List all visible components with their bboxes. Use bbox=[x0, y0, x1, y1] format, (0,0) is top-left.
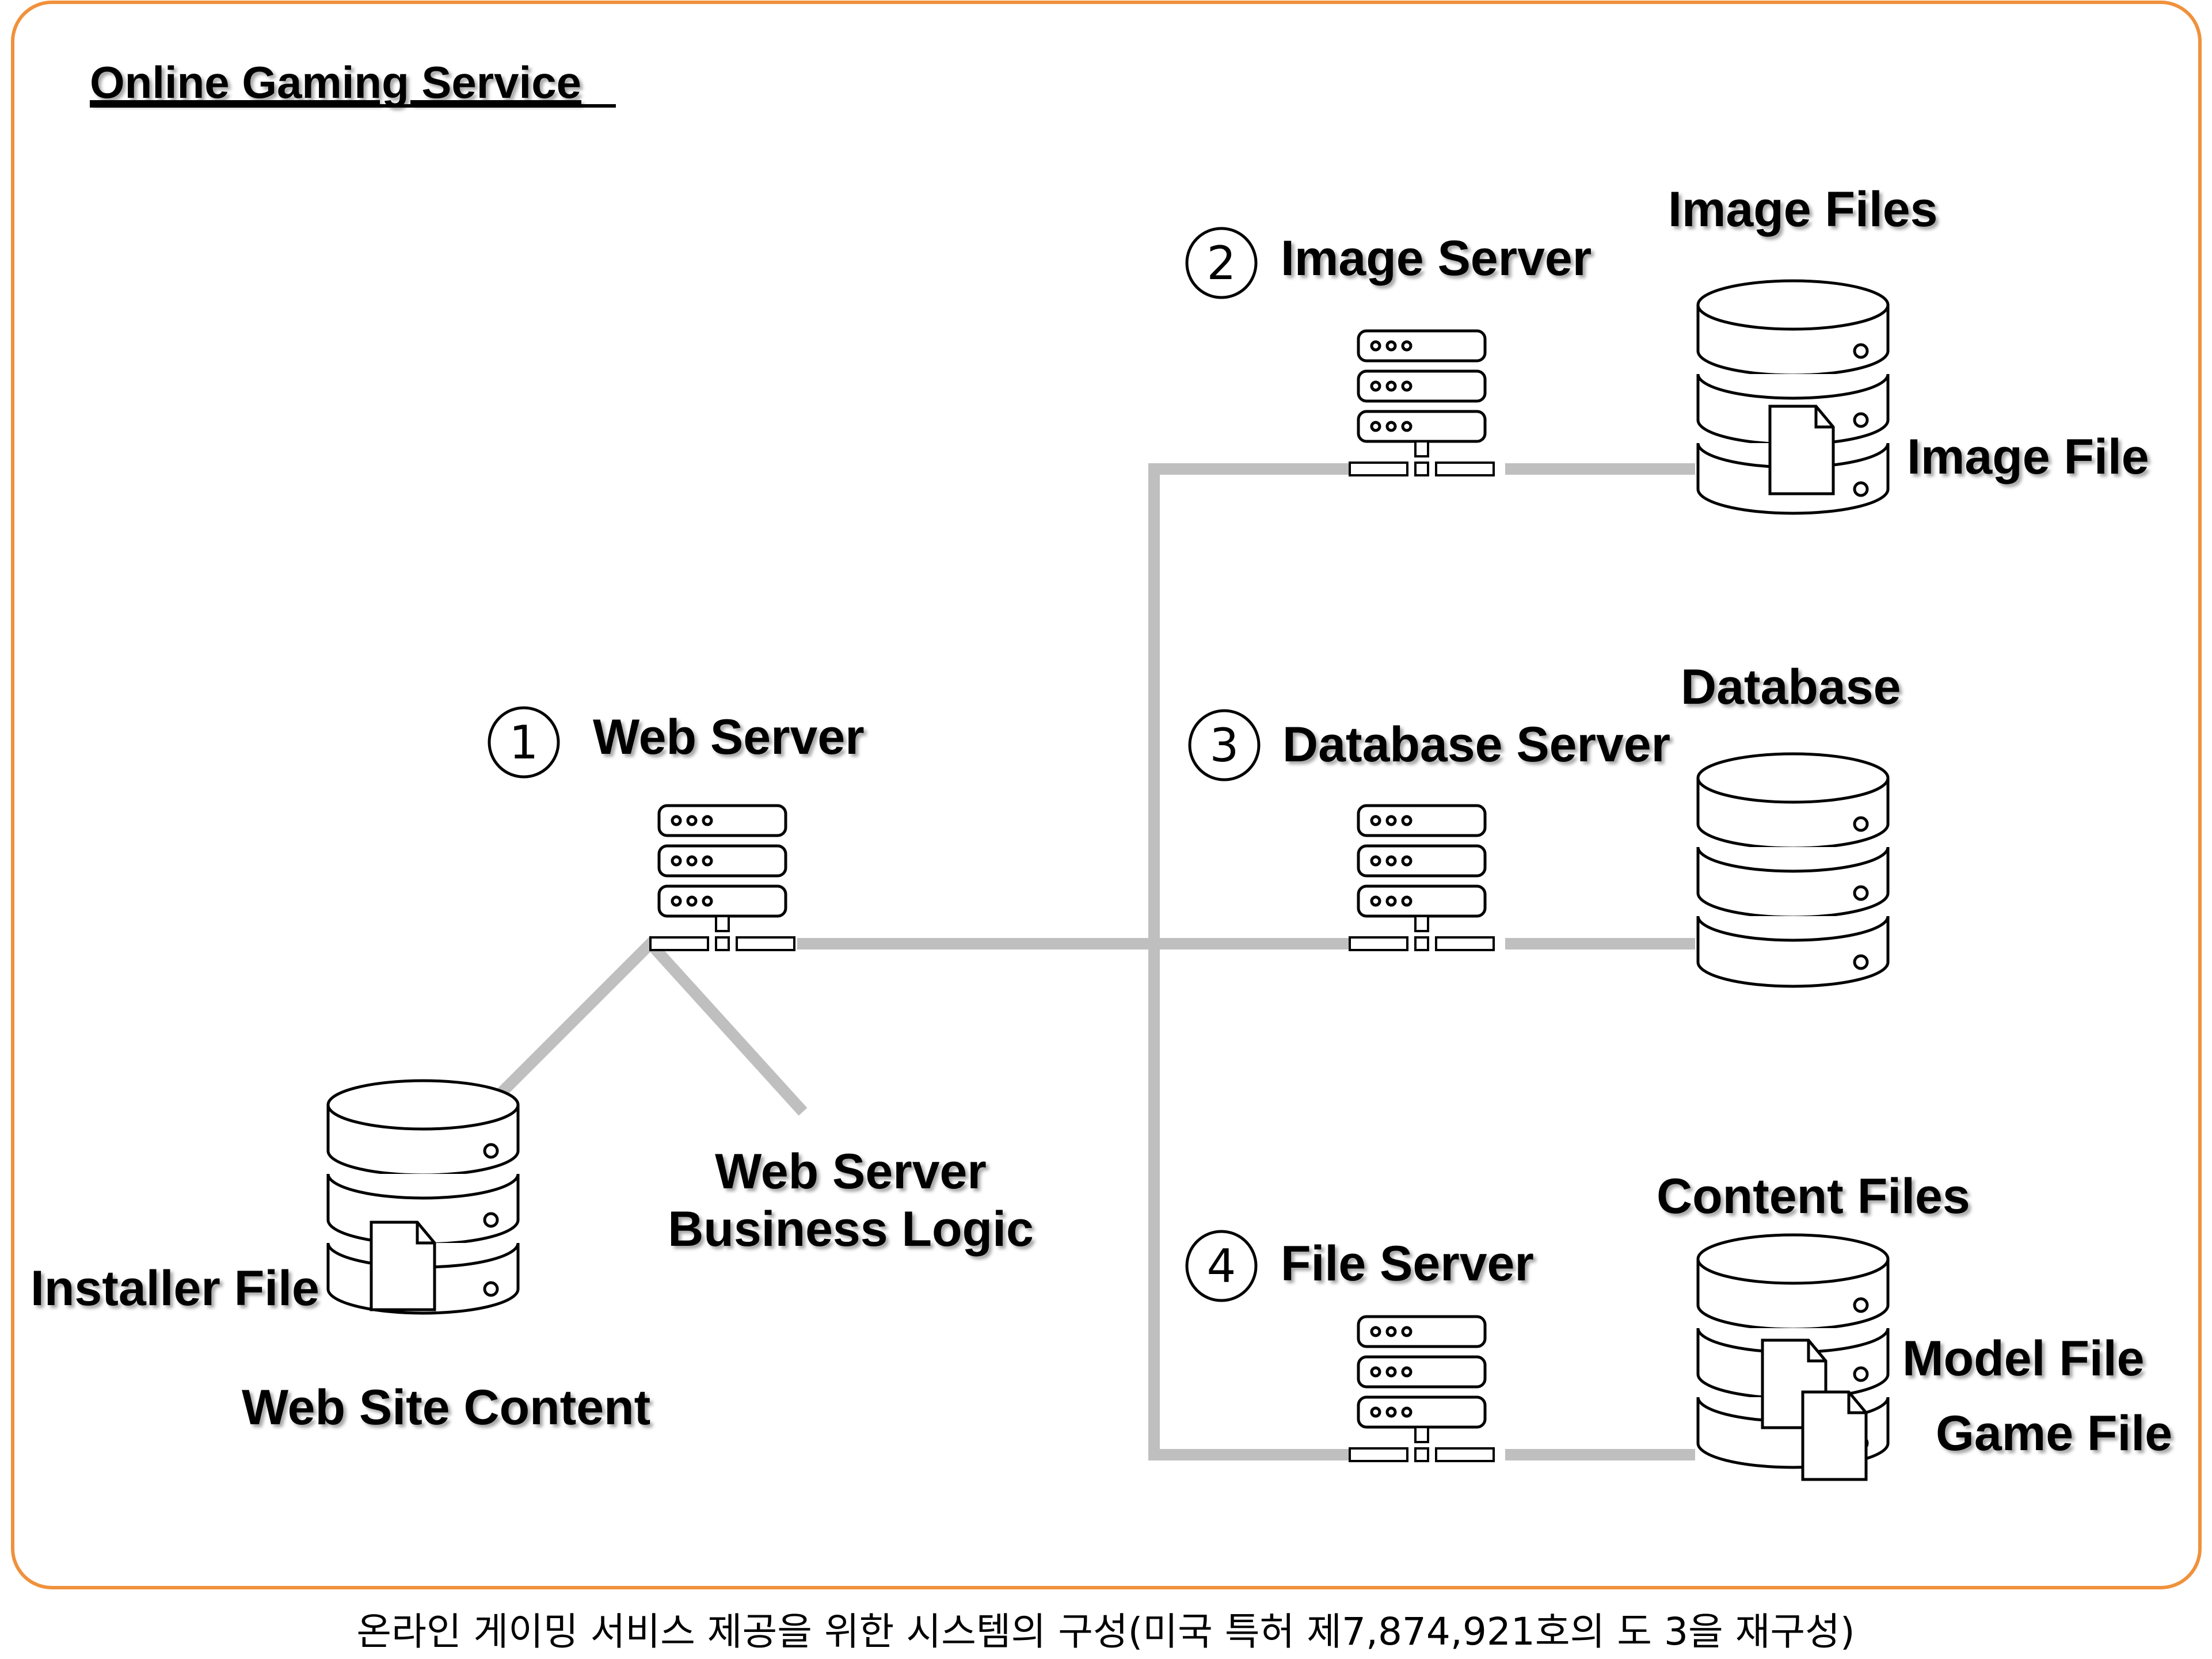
web-server-icon bbox=[650, 806, 794, 950]
game-file-document-icon bbox=[1803, 1392, 1866, 1479]
image-server-label: Image Server bbox=[1281, 231, 1592, 286]
business-logic-line1: Web Server bbox=[715, 1144, 987, 1199]
database-server-icon bbox=[1350, 806, 1494, 950]
file-server-number: 4 bbox=[1207, 1240, 1236, 1293]
file-server-icon bbox=[1350, 1317, 1494, 1461]
web-server: 1 Web Server bbox=[488, 706, 865, 950]
database-store: Database bbox=[1681, 659, 1901, 986]
model-file-label: Model File bbox=[1902, 1331, 2144, 1386]
database-server: 3 Database Server bbox=[1188, 709, 1670, 950]
content-files-title: Content Files bbox=[1657, 1169, 1970, 1224]
file-server-label: File Server bbox=[1281, 1236, 1534, 1291]
database-title: Database bbox=[1681, 659, 1901, 715]
image-server-number-circle bbox=[1185, 227, 1258, 299]
web-server-number-circle bbox=[488, 706, 560, 779]
page-title: Online Gaming Service bbox=[90, 57, 581, 108]
file-server: 4 File Server bbox=[1185, 1230, 1534, 1461]
installer-file-label: Installer File bbox=[31, 1261, 319, 1316]
figure-caption: 온라인 게이밍 서비스 제공을 위한 시스템의 구성(미국 특허 제7,874,… bbox=[356, 1610, 1855, 1654]
file-server-number-circle bbox=[1185, 1230, 1258, 1302]
connection-lines bbox=[490, 463, 1695, 1460]
business-logic: Web Server Business Logic bbox=[668, 1144, 1034, 1257]
database-server-label: Database Server bbox=[1282, 717, 1670, 772]
business-logic-line2: Business Logic bbox=[668, 1202, 1034, 1257]
image-server-number: 2 bbox=[1207, 237, 1236, 290]
web-site-content-store: Installer File Web Site Content bbox=[31, 1081, 650, 1435]
web-server-label: Web Server bbox=[593, 710, 865, 765]
web-server-number: 1 bbox=[509, 716, 539, 769]
image-files-title: Image Files bbox=[1668, 182, 1937, 237]
content-files-store: Content Files Model File Game File bbox=[1657, 1169, 2172, 1479]
image-file-label: Image File bbox=[1907, 429, 2149, 485]
image-file-document-icon bbox=[1770, 406, 1833, 494]
installer-file-document-icon bbox=[371, 1222, 435, 1310]
database-cylinder-icon bbox=[1698, 754, 1888, 986]
image-files-store: Image Files Image File bbox=[1668, 182, 2149, 513]
image-server-icon bbox=[1350, 331, 1494, 475]
game-file-label: Game File bbox=[1936, 1406, 2172, 1461]
web-site-content-title: Web Site Content bbox=[242, 1380, 650, 1435]
image-server: 2 Image Server bbox=[1185, 227, 1592, 475]
database-server-number: 3 bbox=[1210, 719, 1239, 772]
outer-frame bbox=[11, 1, 2202, 1589]
database-server-number-circle bbox=[1188, 709, 1261, 781]
